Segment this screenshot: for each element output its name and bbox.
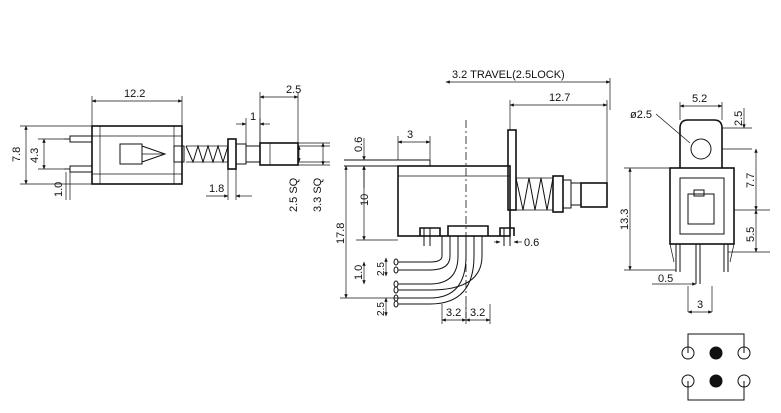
side-upper-height: 10 — [359, 194, 371, 206]
pcb-pad-common — [709, 374, 723, 388]
side-bracket-thickness: 0.6 — [524, 237, 539, 249]
side-pin-spacing-a: 3.2 — [446, 307, 461, 319]
end-lower-height: 5.5 — [745, 227, 757, 242]
front-view: 12.2 7.8 4.3 1.0 2.5 1 1.8 2.5 SQ 3. — [11, 84, 330, 212]
front-body-length: 12.2 — [124, 88, 145, 100]
pcb-pad — [737, 346, 751, 360]
side-travel: 3.2 TRAVEL(2.5LOCK) — [452, 69, 565, 81]
side-total-height: 17.8 — [335, 223, 347, 244]
side-pin-pitch-a: 2.5 — [376, 262, 387, 276]
pcb-layout — [681, 333, 751, 401]
front-pin-offset: 1.0 — [53, 182, 65, 197]
pcb-trace-top — [687, 333, 745, 353]
end-upper-height: 7.7 — [745, 173, 757, 188]
pcb-pad — [681, 374, 695, 388]
side-flange-thickness: 0.6 — [353, 137, 365, 152]
side-pin-gap: 1.0 — [353, 265, 365, 280]
front-stem-offset: 1.8 — [209, 183, 224, 195]
front-stem-sq-outer: 3.3 SQ — [312, 177, 324, 212]
front-pin-spacing: 4.3 — [29, 148, 41, 163]
side-pin-pitch-b: 2.5 — [376, 302, 387, 316]
front-stem-length: 2.5 — [286, 84, 301, 96]
pcb-pad-common — [709, 346, 723, 360]
end-view: ø2.5 5.2 2.5 7.7 5.5 13.3 0.5 3 — [619, 93, 770, 314]
switch-body — [91, 125, 183, 185]
end-total-height: 13.3 — [619, 209, 631, 230]
side-flange-offset: 3 — [407, 129, 413, 141]
pcb-pad — [681, 346, 695, 360]
side-flange — [507, 129, 517, 211]
side-plunger — [580, 182, 608, 208]
end-pin-width: 0.5 — [658, 273, 673, 285]
front-stem-sq-inner: 2.5 SQ — [288, 177, 300, 212]
pcb-pad — [737, 374, 751, 388]
end-pin-pitch: 3 — [697, 299, 703, 311]
side-body — [397, 165, 511, 237]
end-tab-offset: 2.5 — [733, 111, 745, 126]
front-stem — [259, 142, 299, 166]
pcb-trace-bottom — [687, 381, 745, 401]
front-stem-gap: 1 — [250, 111, 256, 123]
end-hole — [690, 138, 712, 160]
side-pin-spacing-b: 3.2 — [470, 307, 485, 319]
side-view: 3.2 TRAVEL(2.5LOCK) 12.7 3 0.6 10 17.8 1… — [335, 69, 611, 324]
end-tab — [679, 119, 723, 168]
end-tab-width: 5.2 — [692, 93, 707, 105]
front-height: 7.8 — [11, 147, 23, 162]
end-hole-diameter: ø2.5 — [630, 109, 652, 121]
side-plunger-length: 12.7 — [549, 92, 570, 104]
end-body — [669, 167, 735, 245]
